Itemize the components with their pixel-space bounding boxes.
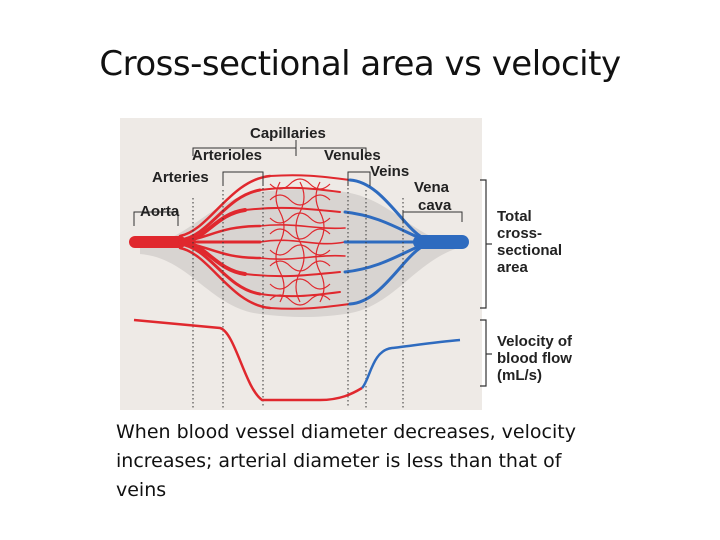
side-brackets (480, 179, 492, 387)
label-velocity: Velocity of blood flow (mL/s) (497, 333, 573, 384)
label-arterioles: Arterioles (192, 147, 263, 164)
velocity-curve-venous (361, 338, 461, 389)
label-venules: Venules (324, 147, 381, 164)
label-capillaries: Capillaries (250, 125, 326, 142)
label-total-area: Total cross- sectional area (497, 208, 563, 276)
vessel-illustration (129, 140, 469, 408)
venous-tree (343, 178, 469, 306)
label-vena-cava-1: Vena (414, 179, 450, 196)
region-guides (192, 180, 404, 408)
velocity-curve-arterial (133, 318, 363, 402)
label-aorta: Aorta (140, 203, 180, 220)
label-veins: Veins (370, 163, 410, 180)
circulation-diagram: Capillaries Arterioles Venules Arteries … (120, 118, 482, 410)
capillary-bed (269, 178, 331, 306)
label-arteries: Arteries (152, 169, 209, 186)
arterial-tree (129, 174, 351, 310)
slide-title: Cross-sectional area vs velocity (99, 44, 621, 84)
label-vena-cava-2: cava (418, 197, 452, 214)
label-brackets (133, 140, 463, 226)
slide-caption: When blood vessel diameter decreases, ve… (116, 421, 576, 501)
